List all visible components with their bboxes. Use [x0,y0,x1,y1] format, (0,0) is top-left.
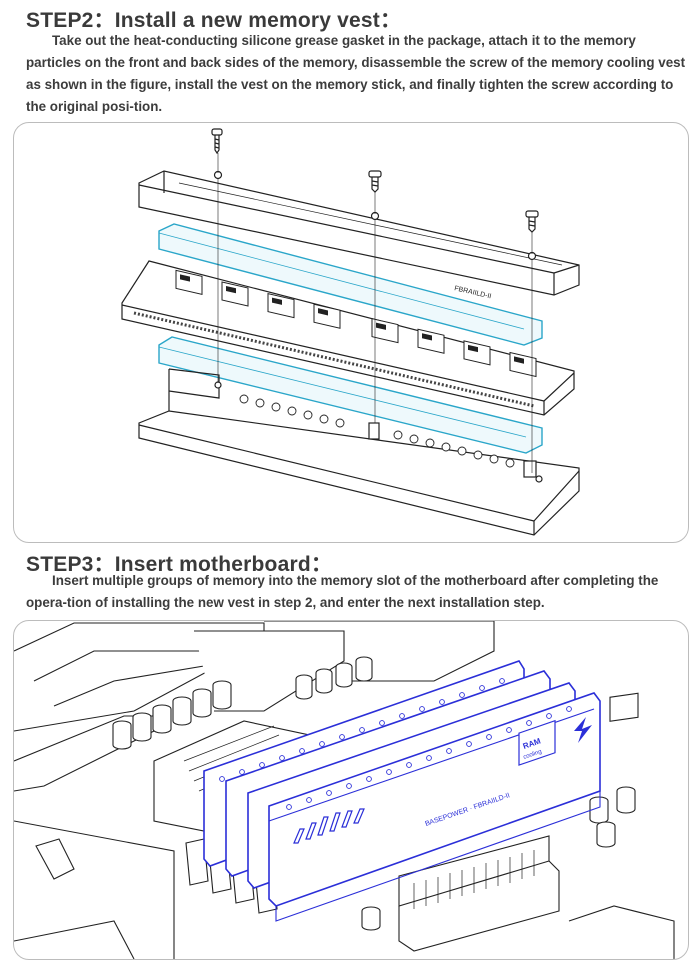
ram-vest-group [203,660,601,922]
step2-instructions: Take out the heat-conducting silicone gr… [26,33,686,114]
thermal-pad-front [158,223,543,346]
step3-motherboard-diagram: RAM cooling BASEPOWER · FBRAIILD-II [13,620,689,960]
thermal-pad-back [158,336,543,454]
ram-badge-line2: cooling [523,749,543,761]
screw-icon [368,170,382,193]
memory-stick: FBRAIILD-II [121,260,575,416]
logo-icon [574,717,592,743]
step3-instructions: Insert multiple groups of memory into th… [26,573,659,610]
screw-icon [525,210,539,233]
vest-exploded-illustration: FBRAIILD-II [121,128,580,536]
pcb-label: FBRAIILD-II [454,285,492,300]
step2-heading: STEP2：Install a new memory vest： [26,9,402,32]
step2-exploded-diagram: FBRAIILD-II [13,122,689,543]
bottom-vest-plate [138,368,580,536]
step3-heading: STEP3：Insert motherboard： [26,553,333,576]
motherboard-illustration: RAM cooling BASEPOWER · FBRAIILD-II [14,621,675,959]
screw-icon [211,128,223,155]
